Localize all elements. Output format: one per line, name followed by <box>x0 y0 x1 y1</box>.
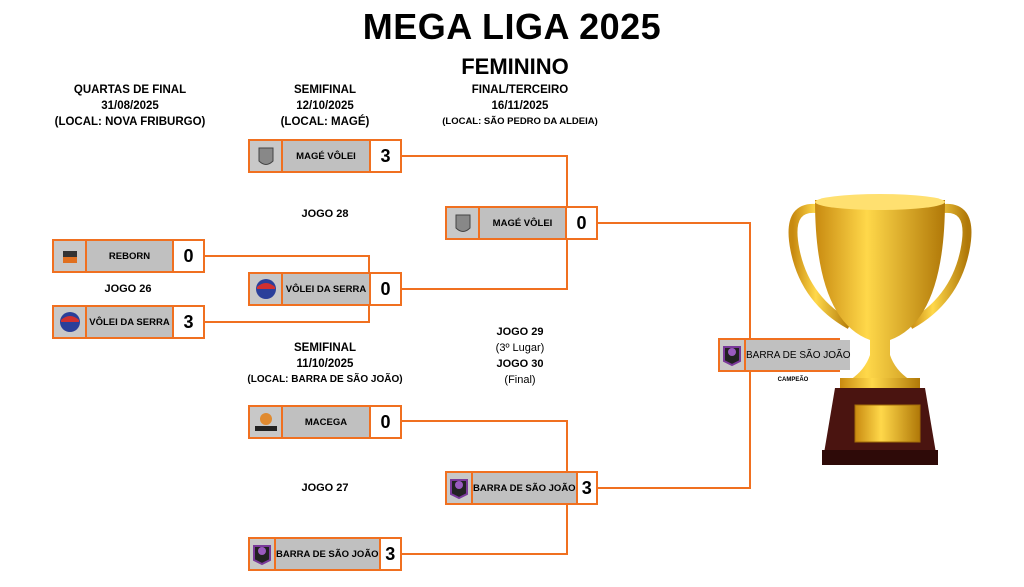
champion-box: BARRA DE SÃO JOÃO <box>718 338 851 372</box>
team-score: 3 <box>369 141 400 171</box>
team-logo-icon <box>447 473 473 503</box>
champion-label: CAMPEÃO <box>777 377 809 383</box>
connector <box>566 504 568 555</box>
team-logo-icon <box>720 340 746 370</box>
team-row-reborn: REBORN 0 <box>52 239 205 273</box>
team-name: VÔLEI DA SERRA <box>283 274 369 304</box>
team-logo-icon <box>54 307 87 337</box>
team-row-mage-volei: MAGÉ VÔLEI 0 <box>445 206 598 240</box>
round-location: (LOCAL: NOVA FRIBURGO) <box>54 116 206 128</box>
connector <box>204 321 370 323</box>
connector <box>566 420 568 472</box>
connector <box>401 155 568 157</box>
round-location: (LOCAL: SÃO PEDRO DA ALDEIA) <box>442 116 598 127</box>
team-logo-icon <box>250 539 276 569</box>
team-score: 0 <box>565 208 596 238</box>
team-name: MACEGA <box>283 407 369 437</box>
connector <box>401 553 568 555</box>
team-score: 0 <box>369 274 400 304</box>
connector <box>401 420 568 422</box>
connector <box>566 155 568 207</box>
champion-name: BARRA DE SÃO JOÃO <box>746 340 851 370</box>
connector <box>401 288 568 290</box>
team-name: MAGÉ VÔLEI <box>480 208 565 238</box>
team-name: VÔLEI DA SERRA <box>87 307 172 337</box>
connector <box>597 222 751 224</box>
connector <box>368 255 370 273</box>
round-name: SEMIFINAL <box>294 342 356 354</box>
connector <box>597 487 751 489</box>
round-name: QUARTAS DE FINAL <box>73 84 187 96</box>
team-row-mage-volei: MAGÉ VÔLEI 3 <box>248 139 402 173</box>
header-semi1: SEMIFINAL 12/10/2025 (LOCAL: MAGÉ) <box>225 82 425 130</box>
game-29-label: JOGO 29 <box>496 326 544 338</box>
connector <box>749 222 751 339</box>
connector <box>566 239 568 290</box>
team-row-macega: MACEGA 0 <box>248 405 402 439</box>
team-row-volei-da-serra: VÔLEI DA SERRA 0 <box>248 272 402 306</box>
team-name: REBORN <box>87 241 172 271</box>
game-30-desc: (Final) <box>504 374 536 386</box>
header-semi2: SEMIFINAL 11/10/2025 (LOCAL: BARRA DE SÃ… <box>215 340 435 388</box>
team-score: 3 <box>575 473 596 503</box>
team-score: 3 <box>378 539 400 569</box>
team-row-barra-de-sao-joao: BARRA DE SÃO JOÃO 3 <box>445 471 598 505</box>
round-date: 31/08/2025 <box>101 100 159 112</box>
game-30-label: JOGO 30 <box>496 358 544 370</box>
connector <box>204 255 370 257</box>
game-28-label: JOGO 28 <box>301 208 349 220</box>
game-26-label: JOGO 26 <box>104 283 152 295</box>
trophy-icon <box>788 194 972 465</box>
round-name: SEMIFINAL <box>294 84 356 96</box>
team-score: 0 <box>369 407 400 437</box>
game-27-label: JOGO 27 <box>301 482 349 494</box>
round-location: (LOCAL: MAGÉ) <box>280 116 370 128</box>
round-location: (LOCAL: BARRA DE SÃO JOÃO) <box>247 374 403 385</box>
round-date: 11/10/2025 <box>296 358 354 370</box>
team-score: 3 <box>172 307 203 337</box>
team-name: MAGÉ VÔLEI <box>283 141 369 171</box>
team-row-barra-de-sao-joao: BARRA DE SÃO JOÃO 3 <box>248 537 402 571</box>
connector <box>368 305 370 322</box>
header-final: FINAL/TERCEIRO 16/11/2025 (LOCAL: SÃO PE… <box>420 82 620 130</box>
team-score: 0 <box>172 241 203 271</box>
team-logo-icon <box>447 208 480 238</box>
page-subtitle: FEMININO <box>461 54 569 79</box>
round-date: 16/11/2025 <box>491 100 549 112</box>
team-logo-icon <box>250 141 283 171</box>
team-name: BARRA DE SÃO JOÃO <box>473 473 576 503</box>
games-29-30-labels: JOGO 29 (3º Lugar) JOGO 30 (Final) <box>470 324 570 388</box>
team-logo-icon <box>250 274 283 304</box>
round-date: 12/10/2025 <box>296 100 354 112</box>
team-name: BARRA DE SÃO JOÃO <box>276 539 379 569</box>
round-name: FINAL/TERCEIRO <box>471 84 569 96</box>
game-29-desc: (3º Lugar) <box>495 342 545 354</box>
connector <box>749 371 751 489</box>
team-row-volei-da-serra: VÔLEI DA SERRA 3 <box>52 305 205 339</box>
page-title: MEGA LIGA 2025 <box>362 6 662 47</box>
header-quartas: QUARTAS DE FINAL 31/08/2025 (LOCAL: NOVA… <box>30 82 230 130</box>
team-logo-icon <box>250 407 283 437</box>
team-logo-icon <box>54 241 87 271</box>
